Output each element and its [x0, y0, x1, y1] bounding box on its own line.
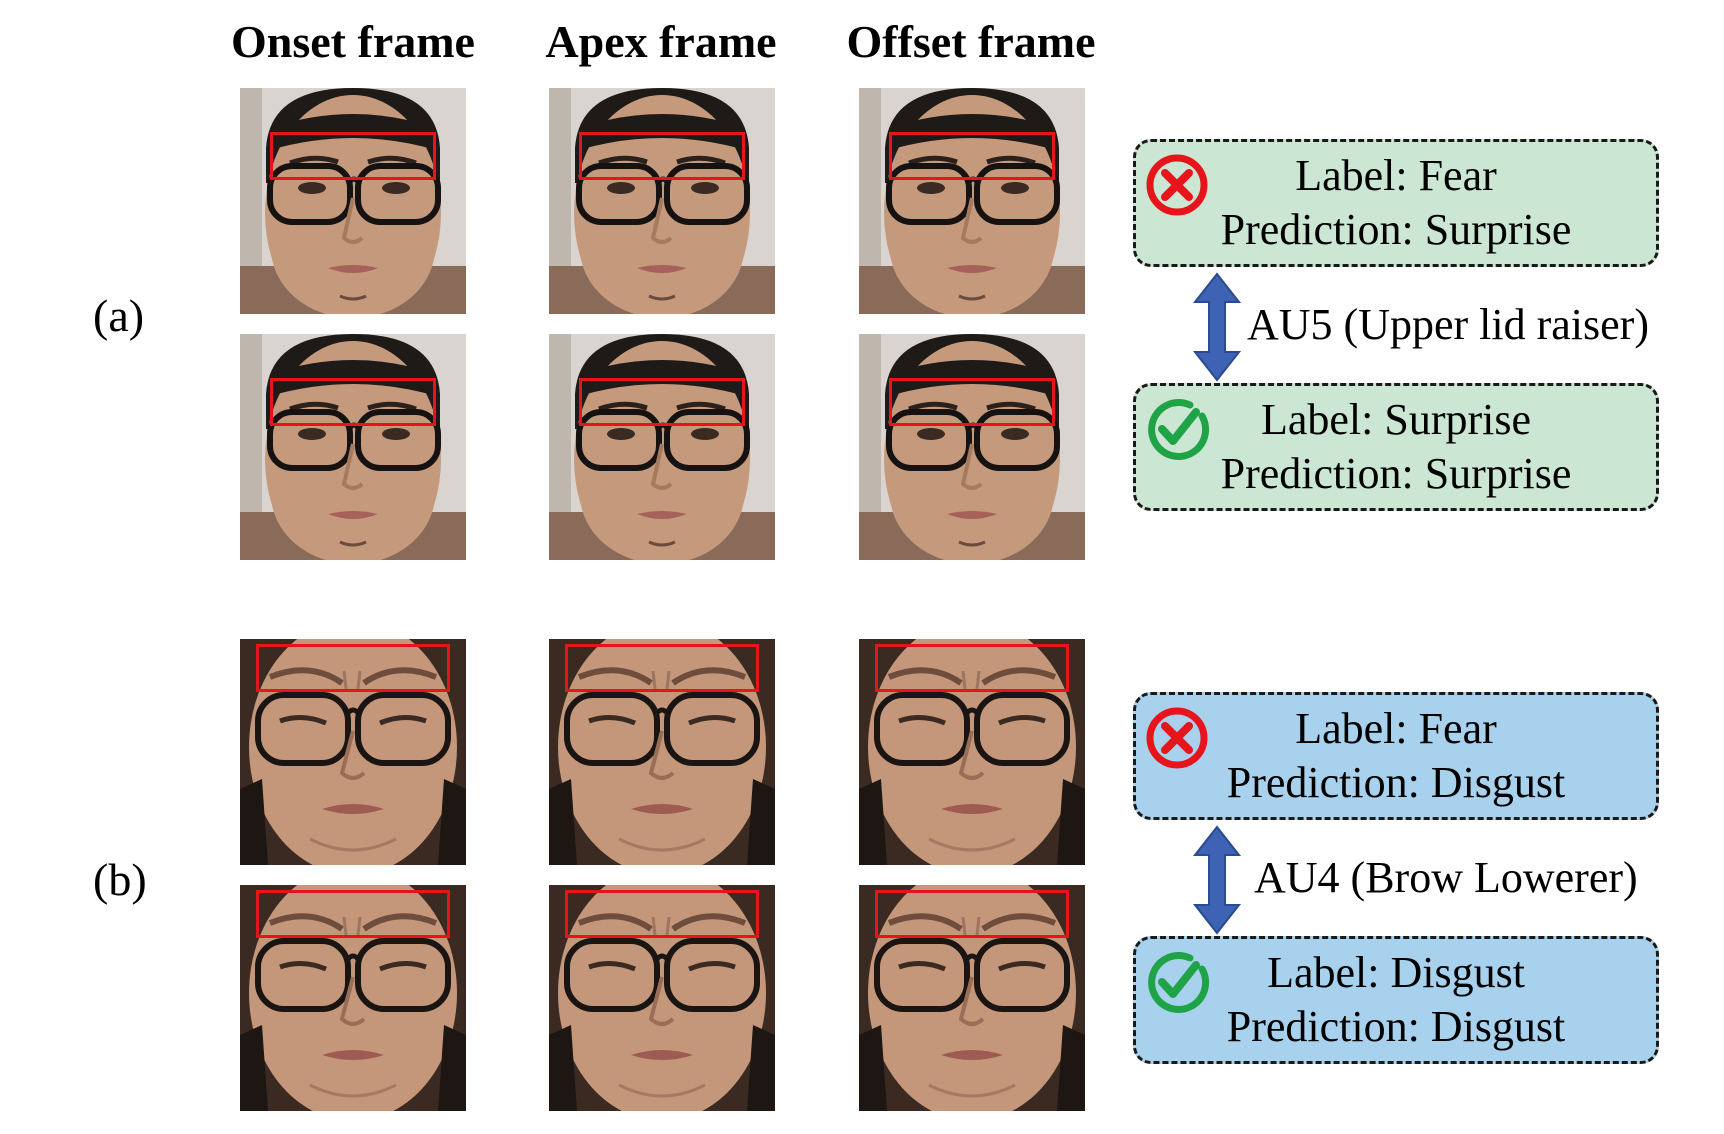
prediction-text: Prediction: Surprise: [1220, 205, 1572, 254]
face-image-b-onset: [240, 885, 466, 1111]
roi-box: [270, 378, 436, 426]
check-icon: [1148, 398, 1210, 460]
prediction-text: Prediction: Disgust: [1226, 758, 1566, 807]
roi-box: [270, 132, 436, 180]
prediction-text: Prediction: Surprise: [1220, 449, 1572, 498]
column-header-offset: Offset frame: [846, 16, 1096, 67]
face-image-b-offset: [859, 885, 1085, 1111]
wrong-prediction-box-a: Label: Fear Prediction: Surprise: [1133, 139, 1659, 267]
action-unit-label-a: AU5 (Upper lid raiser): [1247, 300, 1649, 349]
roi-box: [889, 132, 1055, 180]
face-image-a-offset: [859, 88, 1085, 314]
panel-label-a: (a): [93, 290, 145, 341]
prediction-text: Prediction: Disgust: [1226, 1002, 1566, 1051]
roi-box: [875, 890, 1069, 938]
face-image-b-onset: [240, 639, 466, 865]
panel-label-b: (b): [93, 854, 147, 905]
roi-box: [256, 644, 450, 692]
face-image-b-offset: [859, 639, 1085, 865]
roi-box: [256, 890, 450, 938]
cross-icon: [1146, 154, 1208, 216]
face-image-b-apex: [549, 639, 775, 865]
column-header-onset: Onset frame: [231, 16, 475, 67]
label-text: Label: Disgust: [1267, 948, 1525, 997]
face-image-b-apex: [549, 885, 775, 1111]
roi-box: [889, 378, 1055, 426]
face-image-a-offset: [859, 334, 1085, 560]
face-image-a-onset: [240, 88, 466, 314]
wrong-prediction-box-b: Label: Fear Prediction: Disgust: [1133, 692, 1659, 820]
label-text: Label: Fear: [1295, 704, 1497, 753]
roi-box: [565, 644, 759, 692]
face-image-a-apex: [549, 88, 775, 314]
column-header-apex: Apex frame: [545, 16, 777, 67]
check-icon: [1148, 951, 1210, 1013]
roi-box: [579, 132, 745, 180]
face-image-a-apex: [549, 334, 775, 560]
cross-icon: [1146, 707, 1208, 769]
label-text: Label: Fear: [1295, 151, 1497, 200]
correct-prediction-box-b: Label: Disgust Prediction: Disgust: [1133, 936, 1659, 1064]
label-text: Label: Surprise: [1260, 395, 1532, 444]
roi-box: [875, 644, 1069, 692]
correct-prediction-box-a: Label: Surprise Prediction: Surprise: [1133, 383, 1659, 511]
action-unit-label-b: AU4 (Brow Lowerer): [1254, 853, 1638, 902]
face-image-a-onset: [240, 334, 466, 560]
roi-box: [579, 378, 745, 426]
double-arrow-icon: [1192, 272, 1242, 382]
roi-box: [565, 890, 759, 938]
double-arrow-icon: [1192, 825, 1242, 935]
